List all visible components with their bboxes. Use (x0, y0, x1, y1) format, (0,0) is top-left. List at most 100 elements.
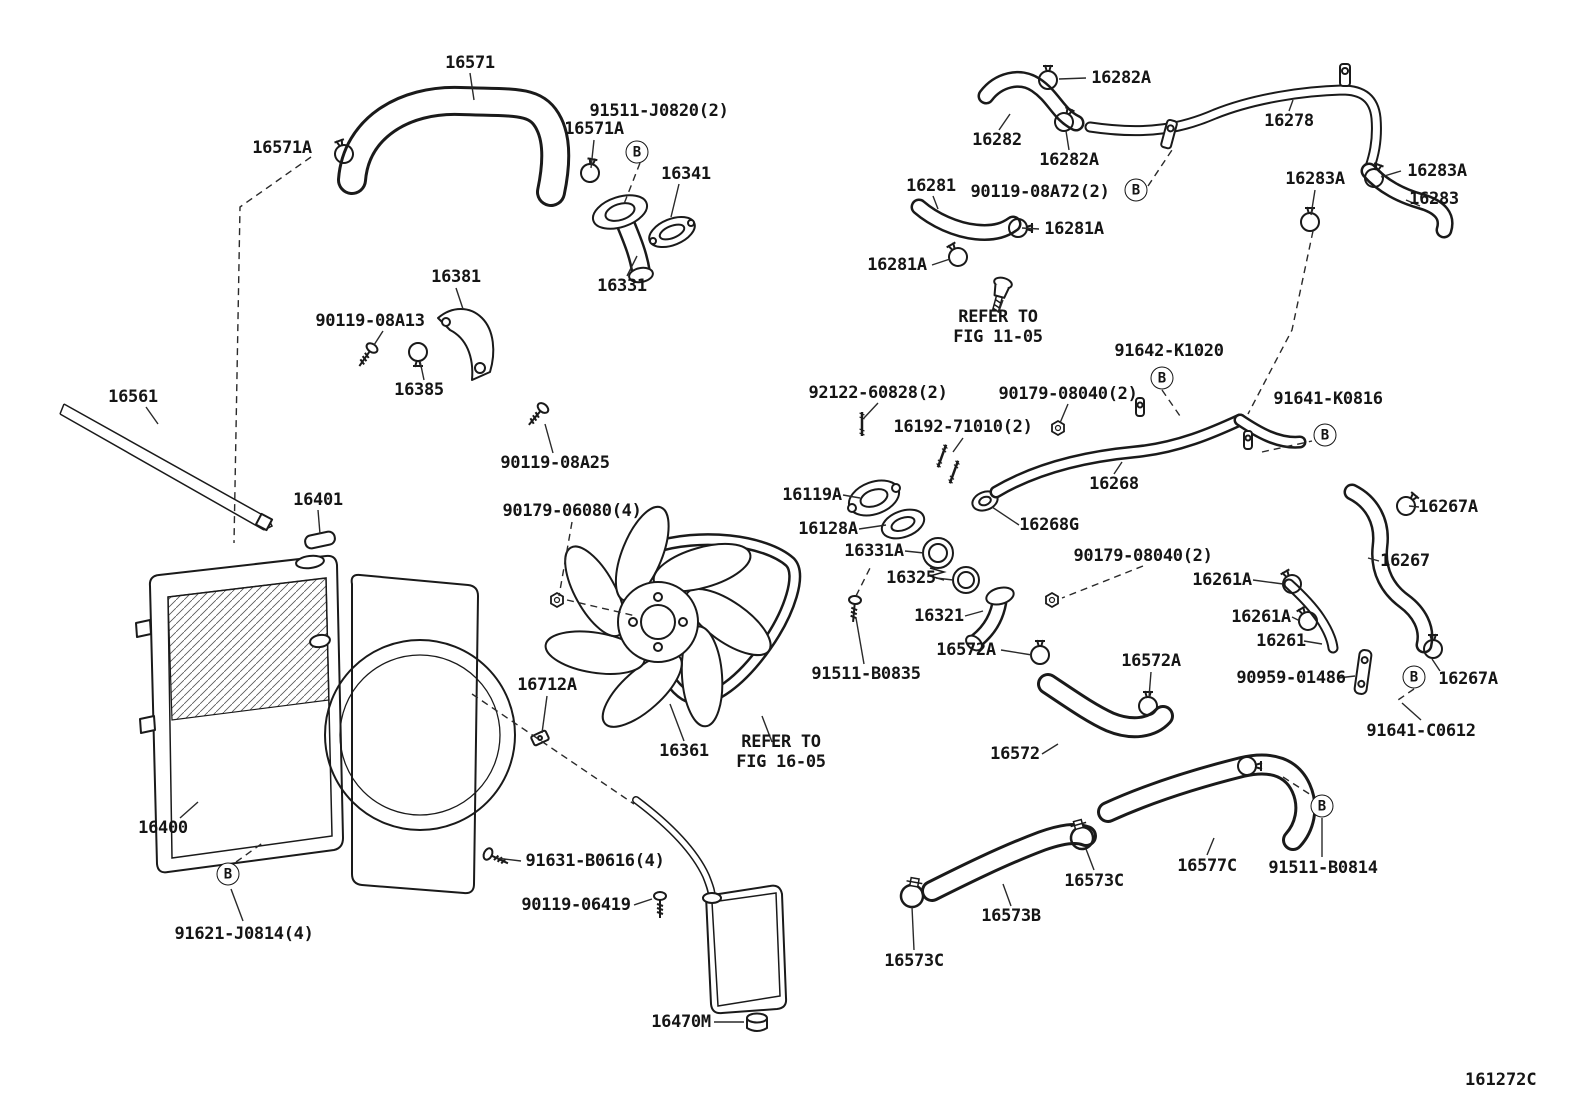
part-label: 91511-B0814 (1268, 857, 1378, 878)
part-label: 90119-08A25 (500, 452, 610, 473)
part-label: 91641-C0612 (1366, 720, 1476, 741)
part-label: 16261A (1231, 606, 1291, 627)
part-label: 90119-06419 (521, 894, 631, 915)
part-label: 16282 (972, 129, 1022, 150)
part-label: 91631-B0616(4) (525, 850, 665, 871)
radiator-drawing (135, 554, 344, 874)
b-callout-marker: B (216, 862, 240, 886)
b-callout-marker: B (1310, 794, 1334, 818)
part-label: 16571 (445, 52, 495, 73)
b-callout-marker: B (1313, 423, 1337, 447)
clamp-16385-drawing (408, 342, 428, 368)
leader-lines (145, 72, 1441, 1023)
part-label: 16283A (1407, 160, 1467, 181)
part-label: 16281A (867, 254, 927, 275)
sensor-bolt-drawing (991, 276, 1013, 313)
reservoir-hose-drawing (632, 796, 716, 902)
part-label: 16281 (906, 175, 956, 196)
upper-hose-16571-drawing (337, 85, 571, 207)
dashed-lines (233, 149, 1415, 863)
part-label: 16341 (661, 163, 711, 184)
part-label: 91642-K1020 (1114, 340, 1224, 361)
part-label: 16385 (394, 379, 444, 400)
part-label: 16470M (651, 1011, 711, 1032)
part-label: 16267A (1418, 496, 1478, 517)
part-label: 16571A (252, 137, 312, 158)
part-label: 16261 (1256, 630, 1306, 651)
part-label: 16321 (914, 605, 964, 626)
part-label: 16577C (1177, 855, 1237, 876)
part-label: 16561 (108, 386, 158, 407)
part-label: 90959-01486 (1236, 667, 1346, 688)
b-callout-marker: B (1150, 366, 1174, 390)
b-callout-marker: B (1124, 178, 1148, 202)
part-label: 90179-08040(2) (998, 383, 1138, 404)
part-label: 16400 (138, 817, 188, 838)
b-callout-marker: B (1402, 665, 1426, 689)
stay-bracket-drawing (1353, 649, 1373, 695)
part-label: 16572A (936, 639, 996, 660)
gasket-16341-drawing (648, 215, 696, 249)
part-label: 16572 (990, 743, 1040, 764)
part-label: 16128A (798, 518, 858, 539)
part-label: 16283 (1409, 188, 1459, 209)
reservoir-tank-drawing (702, 884, 788, 1015)
part-label: 16573B (981, 905, 1041, 926)
part-label: 91511-J0820(2) (589, 100, 729, 121)
bypass-pipe-16268-drawing (989, 397, 1307, 499)
hose-16573b-drawing (921, 822, 1097, 902)
hose-16282-drawing (977, 70, 1085, 132)
water-outlet-16331-drawing (591, 194, 654, 284)
part-label: 16268G (1019, 514, 1079, 535)
part-label: 16401 (293, 489, 343, 510)
heater-pipe-16278-drawing (1084, 63, 1382, 173)
part-label: 16571A (564, 118, 624, 139)
part-label: 16119A (782, 484, 842, 505)
part-label: 16325 (886, 567, 936, 588)
part-label: 16281A (1044, 218, 1104, 239)
part-label: 16573C (1064, 870, 1124, 891)
hose-16572-drawing (1037, 673, 1174, 739)
part-label: 16282A (1039, 149, 1099, 170)
pipe-16261-drawing (1283, 578, 1339, 654)
part-label: REFER TO FIG 16-05 (736, 731, 826, 772)
part-label: 16267 (1380, 550, 1430, 571)
part-label: 16282A (1091, 67, 1151, 88)
hose-16577c-drawing (1097, 753, 1317, 851)
part-label: 16283A (1285, 168, 1345, 189)
part-label: 90119-08A13 (315, 310, 425, 331)
part-label: 16573C (884, 950, 944, 971)
fan-drawing (544, 505, 772, 728)
support-bar-16561-drawing (59, 403, 274, 532)
part-label: 90179-06080(4) (502, 500, 642, 521)
part-label: 91511-B0835 (811, 663, 921, 684)
part-label: REFER TO FIG 11-05 (953, 306, 1043, 347)
part-label: 16268 (1089, 473, 1139, 494)
diagram-code: 161272C (1465, 1070, 1537, 1090)
part-label: 16331A (844, 540, 904, 561)
hose-16281-drawing (910, 198, 1022, 241)
part-label: 16278 (1264, 110, 1314, 131)
part-label: 16712A (517, 674, 577, 695)
part-label: 16192-71010(2) (893, 416, 1033, 437)
part-label: 91641-K0816 (1273, 388, 1383, 409)
thermostat-parts-drawing (847, 479, 1015, 652)
part-label: 90119-08A72(2) (970, 181, 1110, 202)
bracket-16381-drawing (437, 308, 495, 381)
cap-16401-drawing (304, 530, 336, 550)
fan-shroud-drawing (324, 573, 516, 895)
part-label: 16267A (1438, 668, 1498, 689)
b-callout-marker: B (625, 140, 649, 164)
part-label: 91621-J0814(4) (174, 923, 314, 944)
clip-16712a-drawing (530, 729, 550, 747)
part-label: 16381 (431, 266, 481, 287)
part-label: 16261A (1192, 569, 1252, 590)
part-label: 92122-60828(2) (808, 382, 948, 403)
part-label: 16331 (597, 275, 647, 296)
reservoir-cap-16470m-drawing (746, 1012, 768, 1032)
part-label: 90179-08040(2) (1073, 545, 1213, 566)
hose-16267-drawing (1343, 483, 1434, 654)
part-label: 16572A (1121, 650, 1181, 671)
